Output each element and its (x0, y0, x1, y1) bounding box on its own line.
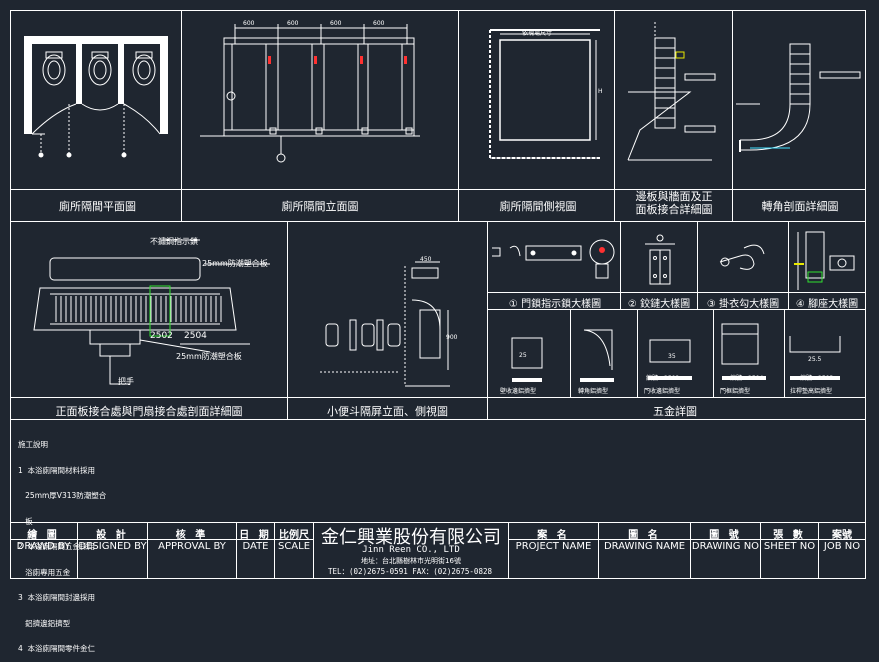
dimension-h: H (598, 88, 603, 95)
foot-hardware-drawing (794, 231, 855, 290)
label-board-bottom: 25mm防潮塑合板 (176, 352, 242, 361)
tb-approve-zh: 核 準 (175, 530, 209, 541)
tb-project-zh: 案 名 (537, 530, 570, 541)
dimension-600-a: 600 (243, 20, 255, 27)
tb-scale-zh: 比例尺 (279, 530, 309, 541)
note-line: 3 本浴廁隔間封邊採用 (18, 593, 96, 602)
tb-design-en: DESIGNED BY (78, 541, 147, 552)
tb-draw-en: DRAWD BY (16, 541, 71, 552)
note-line: 2 本浴廁隔間五金採用 (18, 542, 96, 551)
profile-drawings (511, 323, 841, 382)
side-width-label: 依現場尺寸 (522, 30, 553, 37)
dimension-35: 35 (668, 353, 676, 360)
label-handle: 把手 (118, 377, 134, 386)
note-line: 施工說明 (18, 440, 48, 449)
hardware-label-hinge: ② 鉸鏈大樣圖 (627, 299, 691, 310)
drawing-sheet (10, 10, 866, 579)
company-address: 地址：台北縣樹林市光明街16號 (361, 557, 461, 565)
company-name-zh: 金仁興業股份有限公司 (321, 527, 501, 548)
hardware-label-lock: ① 門鎖指示鎖大樣圖 (508, 299, 602, 310)
tb-sheet-zh: 張 數 (773, 530, 806, 541)
profile-label-wall: 壁收邊鋁擠型 (500, 388, 537, 395)
corner-section-drawing (736, 43, 861, 152)
tb-date-en: DATE (242, 541, 269, 552)
note-line: 板 (18, 516, 33, 526)
panel-title-toilet-plan: 廁所隔間平面圖 (59, 200, 136, 213)
hook-hardware-drawing (719, 244, 765, 270)
hardware-label-hook: ③ 掛衣勾大樣圖 (706, 299, 780, 310)
profile-code-2502: 編號：2502 (646, 375, 680, 382)
panel-title-toilet-side: 廁所隔間側視圖 (499, 200, 577, 213)
label-2504: 2504 (184, 331, 207, 341)
panel-joint-drawing (33, 239, 270, 385)
panel-title-corner-section: 轉角剖面詳細圖 (761, 200, 839, 213)
tb-scale-en: SCALE (277, 541, 311, 552)
company-phone: TEL：(02)2675-0591 FAX：(02)2675-0828 (327, 567, 492, 576)
dimension-600-c: 600 (330, 20, 342, 27)
tb-drawno-zh: 圖 號 (709, 530, 742, 541)
urinal-screen-drawing (320, 261, 450, 387)
toilet-elevation-drawing (200, 24, 420, 163)
tb-sheet-en: SHEET NO (763, 541, 816, 552)
panel-title-toilet-elevation: 廁所隔間立面圖 (281, 200, 359, 213)
tb-drawno-en: DRAWING NO (691, 541, 760, 552)
lock-hardware-drawing (492, 239, 615, 279)
label-board-top: 25mm防潮塑合板 (202, 259, 268, 268)
profile-label-corner: 轉角鋁擠型 (578, 388, 609, 395)
dimension-900: 900 (446, 334, 458, 341)
tb-date-zh: 日 期 (239, 530, 272, 541)
profile-code-2504: 編號：2504 (730, 375, 764, 382)
tb-drawing-zh: 圖 名 (628, 530, 661, 541)
panel-title-urinal-screen: 小便斗隔屏立面、側視圖 (327, 405, 448, 418)
tb-job-zh: 案號 (832, 530, 852, 541)
tb-drawing-en: DRAWING NAME (603, 541, 686, 552)
note-line: 鋁擠邊鋁擠型 (18, 618, 71, 628)
profile-code-2503: 編號：2503 (800, 375, 834, 382)
panel-title-wall-edge: 邊板與牆面及正 面板接合詳細圖 (635, 190, 713, 216)
profile-label-door-frame: 門框鋁擠型 (720, 388, 751, 395)
label-door-indicator: 不鏽鋼指示鎖 (150, 237, 198, 246)
company-name-en: Jinn Reen CO., LTD (362, 545, 460, 555)
profile-label-raise: 拉桿墊高鋁擠型 (790, 388, 833, 395)
hinge-hardware-drawing (645, 234, 675, 285)
profile-label-door-edge: 門收邊鋁擠型 (644, 388, 681, 395)
hardware-label-foot: ④ 腳座大樣圖 (795, 299, 859, 310)
panel-title-panel-joint: 正面板接合處與門扇接合處剖面詳細圖 (55, 405, 243, 418)
sheet-border (10, 10, 866, 579)
note-line: 4 本浴廁隔間零件金仁 (18, 644, 96, 653)
label-2502: 2502 (150, 331, 173, 341)
dimension-450: 450 (420, 256, 432, 263)
dimension-25-5: 25.5 (808, 356, 822, 363)
panel-title-hardware: 五金詳圖 (653, 405, 697, 418)
wall-edge-drawing (627, 22, 716, 161)
dimension-600-b: 600 (287, 20, 299, 27)
note-line: 浴廁專用五金 (18, 567, 71, 577)
toilet-side-drawing (489, 29, 600, 159)
dimension-25: 25 (519, 352, 527, 359)
note-line: 25mm厚V313防潮塑合 (18, 491, 107, 500)
tb-draw-zh: 繪 圖 (27, 530, 60, 541)
tb-design-zh: 設 計 (96, 530, 129, 541)
toilet-plan-drawing (24, 36, 168, 158)
dimension-600-d: 600 (373, 20, 385, 27)
tb-project-en: PROJECT NAME (515, 541, 592, 552)
tb-approve-en: APPROVAL BY (158, 541, 226, 552)
tb-job-en: JOB NO (823, 541, 861, 552)
note-line: 1 本浴廁隔間材料採用 (18, 465, 96, 475)
